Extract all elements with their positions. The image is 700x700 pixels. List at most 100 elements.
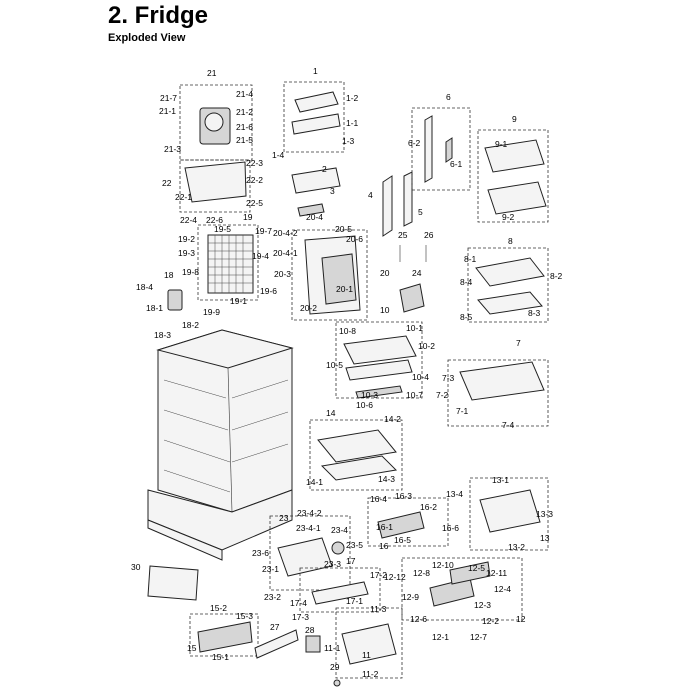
callout-label: 1-3: [342, 136, 355, 146]
callout-label: 14-2: [384, 414, 401, 424]
callout-label: 12-3: [474, 600, 491, 610]
callout-label: 17-3: [292, 612, 309, 622]
callout-label: 23-3: [324, 559, 341, 569]
callout-label: 1-2: [346, 93, 359, 103]
part-15: [197, 621, 253, 653]
callout-label: 2: [322, 164, 327, 174]
drawer-13: [479, 489, 541, 533]
callout-label: 15-1: [212, 652, 229, 662]
shelf-2: [291, 167, 341, 194]
callout-label: 26: [424, 230, 434, 240]
callout-label: 13-1: [492, 475, 509, 485]
group-23-outline: [269, 515, 351, 591]
callout-label: 19-2: [178, 234, 195, 244]
dispenser-panel: [321, 253, 357, 305]
callout-label: 22: [162, 178, 172, 188]
callout-label: 16: [379, 541, 389, 551]
callout-label: 20-6: [346, 234, 363, 244]
callout-label: 19-5: [214, 224, 231, 234]
freezer-cabinet: [147, 489, 293, 561]
callout-label: 21-1: [159, 106, 176, 116]
group-10-outline: [335, 321, 423, 399]
callout-label: 10-4: [412, 372, 429, 382]
callout-label: 16-6: [442, 523, 459, 533]
part-9-1: [484, 139, 545, 173]
callout-label: 10-8: [339, 326, 356, 336]
callout-label: 12-2: [482, 616, 499, 626]
part-23-5: [331, 541, 345, 555]
callout-label: 14: [326, 408, 336, 418]
callout-label: 20-4: [306, 212, 323, 222]
part-8-1: [475, 257, 545, 287]
callout-label: 20-4-1: [273, 248, 298, 258]
part-27: [254, 629, 299, 659]
callout-label: 12-11: [486, 568, 507, 578]
part-10-1: [343, 335, 417, 365]
callout-label: 23-6: [252, 548, 269, 558]
callout-label: 22-6: [206, 215, 223, 225]
callout-label: 12-7: [470, 632, 487, 642]
callout-label: 24: [412, 268, 422, 278]
callout-label: 7-2: [436, 390, 449, 400]
callout-label: 23-2: [264, 592, 281, 602]
evaporator-group-outline: [197, 224, 259, 301]
part-14-2: [317, 429, 397, 463]
callout-label: 16-2: [420, 502, 437, 512]
group-8-outline: [467, 247, 549, 323]
part-23-6: [277, 537, 333, 577]
callout-label: 19-9: [203, 307, 220, 317]
callout-label: 9-1: [495, 139, 508, 149]
part-4: [382, 175, 393, 237]
group-14-outline: [309, 419, 403, 491]
part-5: [403, 171, 413, 227]
callout-label: 13-4: [446, 489, 463, 499]
callout-label: 27: [270, 622, 280, 632]
callout-label: 6-1: [450, 159, 463, 169]
callout-label: 1: [313, 66, 318, 76]
callout-label: 19-8: [182, 267, 199, 277]
part-18: [167, 289, 183, 311]
callout-label: 10-5: [326, 360, 343, 370]
part-17-1: [311, 581, 369, 605]
part-14-3: [320, 455, 398, 481]
evaporator-grid-lines: [208, 235, 253, 293]
callout-label: 19-4: [252, 251, 269, 261]
callout-label: 12-9: [402, 592, 419, 602]
callout-label: 18-4: [136, 282, 153, 292]
callout-label: 21-4: [236, 89, 253, 99]
part-16-1: [377, 511, 425, 539]
icemaker-gear: [204, 112, 224, 132]
callout-label: 18-3: [154, 330, 171, 340]
callout-label: 21-5: [236, 135, 253, 145]
callout-label: 8-2: [550, 271, 563, 281]
page-title: 2. Fridge: [108, 2, 209, 29]
callout-label: 14-3: [378, 474, 395, 484]
callout-label: 10-6: [356, 400, 373, 410]
callout-label: 17-2: [370, 570, 387, 580]
callout-label: 7: [516, 338, 521, 348]
fridge-cabinet: [156, 329, 294, 513]
callout-label: 7-1: [456, 406, 469, 416]
callout-label: 21: [207, 68, 217, 78]
callout-label: 30: [131, 562, 141, 572]
callout-label: 10-3: [361, 390, 378, 400]
callout-label: 20: [380, 268, 390, 278]
callout-label: 22-2: [246, 175, 263, 185]
callout-label: 10-2: [418, 341, 435, 351]
callout-label: 9-2: [502, 212, 515, 222]
callout-label: 1-1: [346, 118, 359, 128]
callout-label: 20-2: [300, 303, 317, 313]
callout-label: 1-4: [272, 150, 285, 160]
evaporator-grid: [207, 234, 254, 294]
callout-label: 11: [362, 650, 371, 660]
group-9-outline: [477, 129, 549, 223]
callout-label: 22-5: [246, 198, 263, 208]
part-28: [305, 635, 321, 653]
callout-label: 5: [418, 207, 423, 217]
callout-label: 15-2: [210, 603, 227, 613]
callout-label: 19-7: [255, 226, 272, 236]
callout-label: 7-3: [442, 373, 455, 383]
dispenser-group-outline: [291, 229, 368, 321]
callout-label: 23-1: [262, 564, 279, 574]
